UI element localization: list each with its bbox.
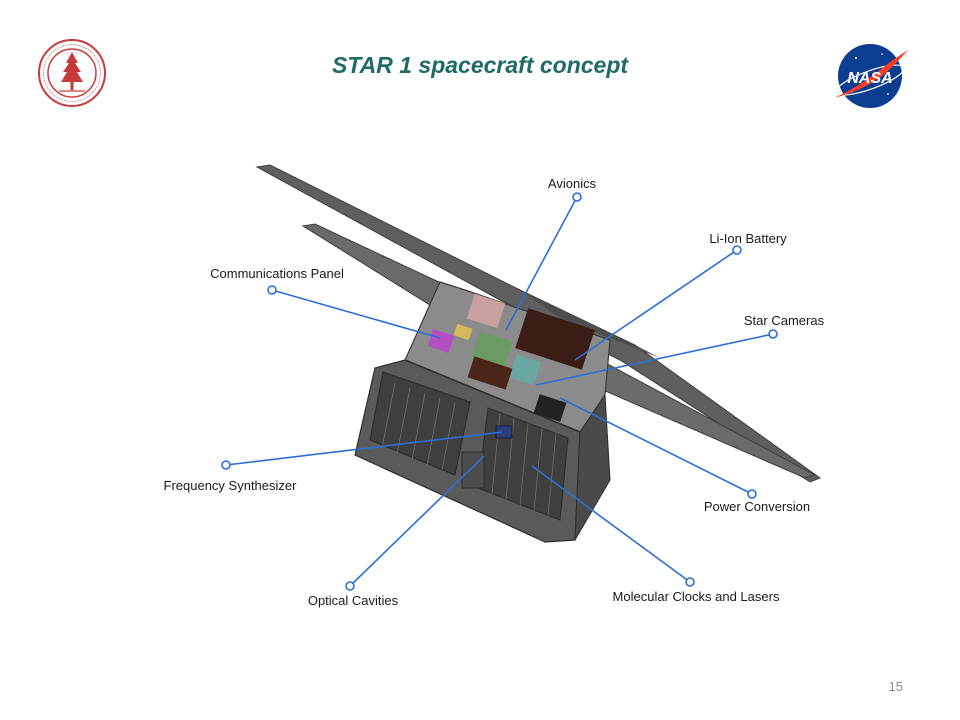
page-number: 15 [888, 679, 903, 694]
anchor-molecular-clocks [685, 577, 695, 587]
stanford-seal-logo [38, 39, 106, 107]
label-molecular-clocks: Molecular Clocks and Lasers [613, 589, 780, 604]
anchor-li-ion-battery [732, 245, 742, 255]
anchor-avionics [572, 192, 582, 202]
anchor-power-conversion [747, 489, 757, 499]
label-communications-panel: Communications Panel [210, 266, 344, 281]
svg-text:NASA: NASA [847, 70, 892, 87]
leader-frequency-synthesizer [225, 431, 503, 466]
label-star-cameras: Star Cameras [744, 313, 825, 328]
leader-communications-panel [271, 289, 441, 339]
leader-molecular-clocks [531, 465, 691, 583]
leader-avionics [505, 196, 578, 331]
nasa-logo: NASA [834, 44, 908, 108]
label-avionics: Avionics [548, 176, 597, 191]
anchor-frequency-synthesizer [221, 460, 231, 470]
label-power-conversion: Power Conversion [704, 499, 810, 514]
label-frequency-synthesizer: Frequency Synthesizer [164, 478, 298, 493]
leader-star-cameras [535, 333, 774, 386]
leader-li-ion-battery [574, 249, 738, 361]
label-optical-cavities: Optical Cavities [308, 593, 399, 608]
label-li-ion-battery: Li-Ion Battery [709, 231, 787, 246]
leader-optical-cavities [349, 455, 485, 587]
anchor-star-cameras [768, 329, 778, 339]
anchor-communications-panel [267, 285, 277, 295]
anchor-optical-cavities [345, 581, 355, 591]
slide-title: STAR 1 spacecraft concept [331, 52, 629, 78]
leader-power-conversion [559, 397, 753, 495]
